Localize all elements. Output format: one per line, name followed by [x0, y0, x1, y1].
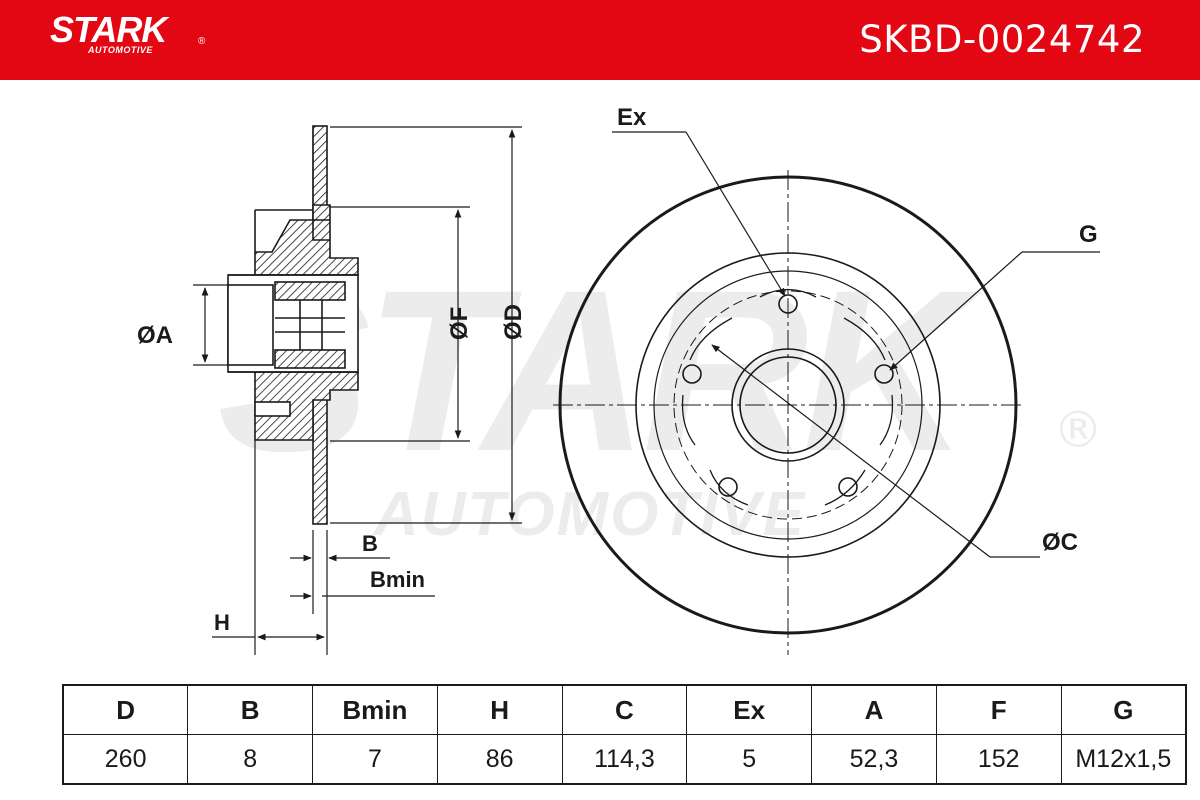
- disc-front-view: [553, 170, 1025, 655]
- spec-value-g: M12x1,5: [1060, 734, 1187, 785]
- logo-registered-mark: ®: [198, 36, 206, 47]
- spec-header-b: B: [187, 684, 314, 735]
- bearing-bore: [227, 284, 274, 366]
- spec-value-bmin: 7: [312, 734, 438, 785]
- front-leaders: [612, 131, 1100, 558]
- spec-value-h: 86: [436, 734, 563, 785]
- bolt-hole-section: [254, 401, 291, 417]
- label-g: G: [1079, 221, 1098, 248]
- spec-header-d: D: [62, 684, 189, 735]
- logo-subtitle: AUTOMOTIVE: [88, 45, 153, 55]
- disc-side-view: [227, 125, 359, 525]
- bearing-race-top: [274, 281, 346, 301]
- spec-value-b: 8: [187, 734, 314, 785]
- specs-header-row: D B Bmin H C Ex A F G: [62, 684, 1187, 735]
- label-h: H: [214, 610, 230, 635]
- stark-logo: STARK AUTOMOTIVE ®: [50, 9, 205, 56]
- label-dia-f: ØF: [446, 307, 473, 340]
- label-b: B: [362, 531, 378, 556]
- bolt-circle: [673, 290, 903, 520]
- label-ex: Ex: [617, 104, 647, 131]
- label-dia-c: ØC: [1042, 529, 1078, 556]
- spec-value-c: 114,3: [561, 734, 688, 785]
- label-dia-d: ØD: [500, 304, 527, 340]
- hub-upper-section: [254, 204, 359, 276]
- bolt-hole-5: [682, 364, 702, 384]
- spec-header-ex: Ex: [686, 684, 813, 735]
- bearing-race-bottom: [274, 349, 346, 369]
- bolt-hole-2: [874, 364, 894, 384]
- side-dimensions: [193, 126, 522, 655]
- part-number: SKBD-0024742: [859, 18, 1145, 61]
- spec-header-c: C: [561, 684, 688, 735]
- specs-value-row: 260 8 7 86 114,3 5 52,3 152 M12x1,5: [62, 734, 1187, 785]
- spec-value-d: 260: [62, 734, 189, 785]
- header-bar: STARK AUTOMOTIVE ® SKBD-0024742: [0, 0, 1200, 80]
- technical-drawing: STARK AUTOMOTIVE ®: [137, 104, 1103, 655]
- label-bmin: Bmin: [370, 567, 425, 592]
- spec-header-bmin: Bmin: [312, 684, 438, 735]
- watermark-registered-mark: ®: [1053, 401, 1103, 459]
- bolt-hole-4: [718, 477, 738, 497]
- label-dia-a: ØA: [137, 322, 173, 349]
- spec-value-ex: 5: [686, 734, 813, 785]
- bolt-hole-3: [838, 477, 858, 497]
- spec-header-h: H: [436, 684, 563, 735]
- spec-value-f: 152: [935, 734, 1062, 785]
- specs-table: D B Bmin H C Ex A F G 260 8 7 86 114,3 5…: [62, 684, 1187, 785]
- spec-header-g: G: [1060, 684, 1187, 735]
- logo-brand: STARK: [50, 9, 167, 50]
- spec-header-f: F: [935, 684, 1062, 735]
- spec-header-a: A: [811, 684, 937, 735]
- spec-value-a: 52,3: [811, 734, 937, 785]
- hub-lobes: [681, 288, 894, 506]
